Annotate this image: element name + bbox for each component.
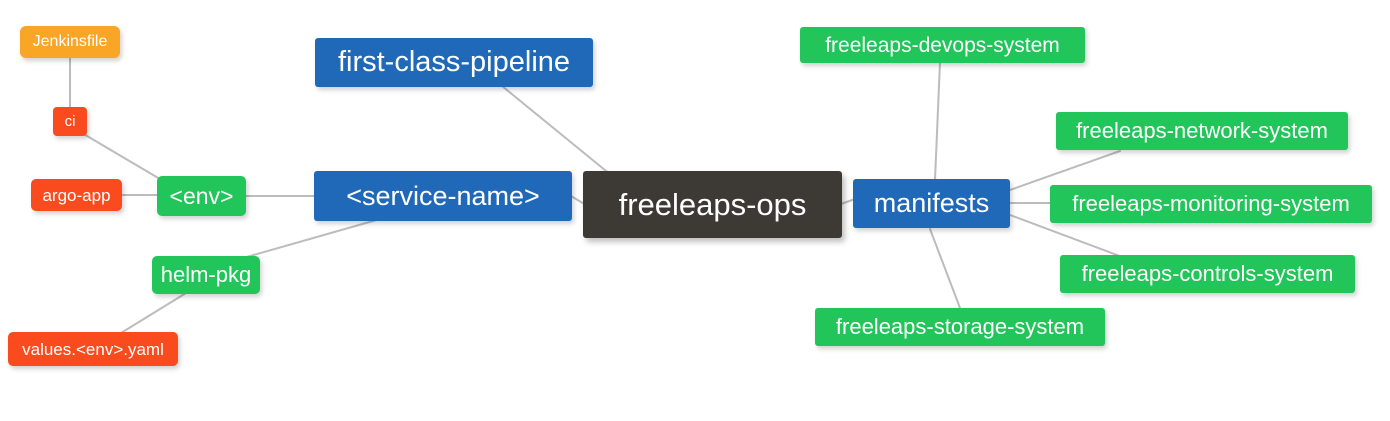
node-label: helm-pkg [160, 262, 252, 287]
node-label: freeleaps-storage-system [835, 314, 1085, 339]
node-label: Jenkinsfile [32, 33, 108, 50]
node-devops-system[interactable]: freeleaps-devops-system [800, 27, 1085, 63]
node-manifests[interactable]: manifests [853, 179, 1010, 228]
node-values-yaml[interactable]: values.<env>.yaml [8, 332, 178, 366]
node-label: manifests [873, 188, 990, 218]
node-network-system[interactable]: freeleaps-network-system [1056, 112, 1348, 150]
edge-manifests-devops-system [934, 61, 941, 181]
node-label: values.<env>.yaml [22, 339, 164, 359]
node-first-class-pipeline[interactable]: first-class-pipeline [315, 38, 593, 87]
node-label: ci [64, 113, 76, 130]
node-freeleaps-ops[interactable]: freeleaps-ops [583, 171, 842, 238]
edge-helm-pkg-values-yaml [120, 292, 187, 334]
node-label: <service-name> [346, 180, 540, 211]
node-argo-app[interactable]: argo-app [31, 179, 122, 211]
node-ci[interactable]: ci [53, 107, 87, 136]
node-monitoring-system[interactable]: freeleaps-monitoring-system [1050, 185, 1372, 223]
edge-root-first-class-pipeline [501, 85, 612, 176]
node-label: freeleaps-monitoring-system [1072, 191, 1350, 216]
node-service-name[interactable]: <service-name> [314, 171, 572, 221]
node-label: <env> [169, 182, 234, 209]
edge-manifests-storage-system [929, 228, 961, 309]
node-label: first-class-pipeline [337, 46, 571, 78]
node-label: freeleaps-controls-system [1081, 261, 1334, 286]
node-label: freeleaps-network-system [1076, 118, 1328, 143]
node-storage-system[interactable]: freeleaps-storage-system [815, 308, 1105, 346]
edge-env-ci [81, 132, 166, 183]
node-env[interactable]: <env> [157, 176, 246, 216]
node-label: argo-app [42, 185, 111, 205]
node-label: freeleaps-devops-system [825, 33, 1060, 57]
node-controls-system[interactable]: freeleaps-controls-system [1060, 255, 1355, 293]
node-jenkinsfile[interactable]: Jenkinsfile [20, 26, 120, 58]
node-label: freeleaps-ops [618, 187, 807, 222]
edge-service-name-helm-pkg [235, 218, 381, 261]
node-helm-pkg[interactable]: helm-pkg [152, 256, 260, 294]
